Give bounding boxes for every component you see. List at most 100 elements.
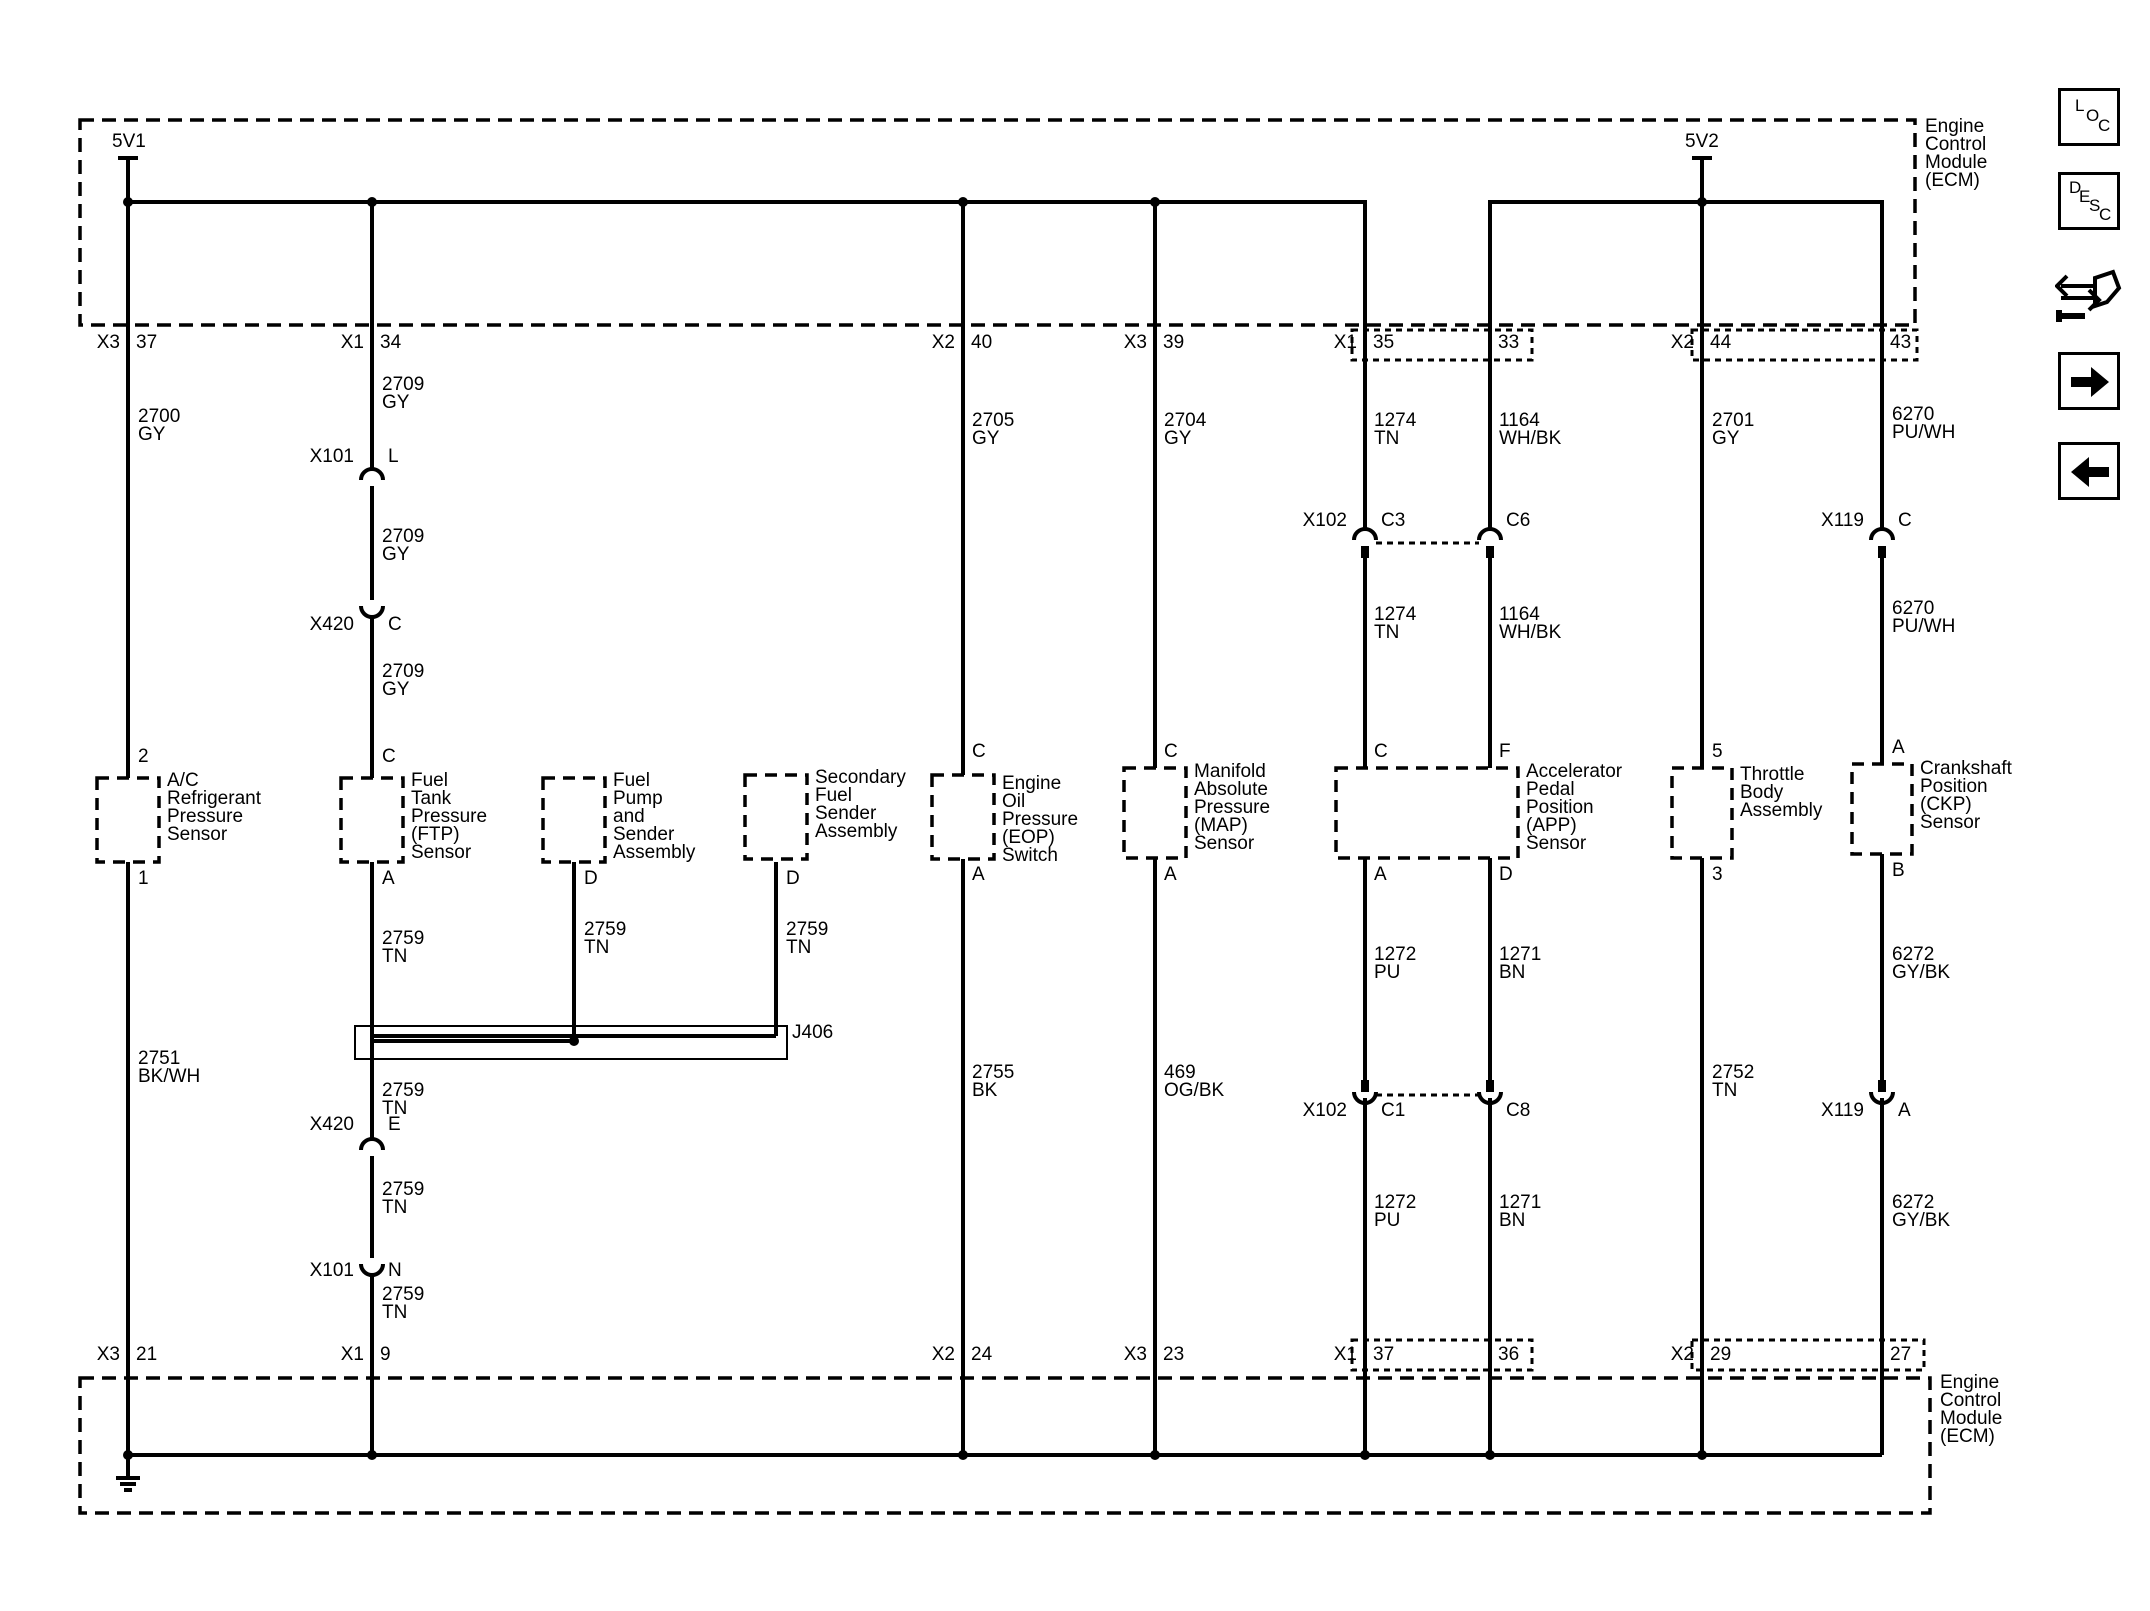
ecm-connector-label: X2 [932, 1344, 955, 1365]
ecm-pin-number: 21 [136, 1344, 157, 1365]
ecm-pin-number: 36 [1498, 1344, 1519, 1365]
ecm-connector-label: X1 [341, 1344, 364, 1365]
inline-connector-name: X102 [1303, 1100, 1347, 1121]
ecm-connector-label: X2 [1671, 1344, 1694, 1365]
wire-color-code: GY/BK [1892, 962, 1950, 983]
wire-color-code: TN [786, 937, 811, 958]
inline-connector-name: X119 [1821, 1100, 1864, 1121]
component-name-line: Sender [613, 824, 675, 845]
component-app-sensor[interactable] [1334, 766, 1520, 860]
component-map-sensor[interactable] [1122, 766, 1188, 860]
wire-color-code: GY [382, 544, 410, 565]
component-name-line: A/C [167, 770, 199, 791]
next-button[interactable] [2058, 352, 2120, 410]
component-pin-top: 2 [138, 746, 149, 767]
inline-connector-name: X420 [310, 1114, 354, 1135]
wire-color-code: GY [382, 679, 410, 700]
wire-circuit-number: 469 [1164, 1062, 1196, 1083]
component-ckp-sensor[interactable] [1850, 762, 1914, 856]
component-name-line: Body [1740, 782, 1784, 803]
component-pin-bottom: D [584, 868, 598, 889]
ecm-top-label-line: Control [1925, 134, 1986, 155]
wire-color-code: PU/WH [1892, 422, 1955, 443]
wire-color-code: TN [382, 1098, 407, 1119]
component-name-line: (MAP) [1194, 815, 1248, 836]
ecm-bottom-label-line: (ECM) [1940, 1426, 1995, 1447]
wire-circuit-number: 1274 [1374, 410, 1417, 431]
loc-letter: L [2075, 96, 2084, 115]
ecm-bottom-label-line: Engine [1940, 1372, 1999, 1393]
component-name-line: Engine [1002, 773, 1061, 794]
description-button[interactable]: D E S C [2058, 172, 2120, 230]
wire-color-code: TN [1374, 428, 1399, 449]
ecm-connector-label: X3 [97, 1344, 120, 1365]
component-name-line: Sensor [411, 842, 472, 863]
inline-connector-pin: C8 [1506, 1100, 1530, 1121]
component-name-line: Sensor [1920, 812, 1981, 833]
component-name-line: Tank [411, 788, 452, 809]
ecm-connector-label: X3 [1124, 332, 1147, 353]
wire-circuit-number: 2704 [1164, 410, 1207, 431]
wire-circuit-number: 2759 [786, 919, 828, 940]
ecm-bottom-outline [78, 1376, 1932, 1515]
component-throttle-body[interactable] [1670, 766, 1734, 860]
ecm-top-outline [78, 118, 1917, 327]
wire-circuit-number: 2759 [382, 928, 424, 949]
component-pin-top: 5 [1712, 741, 1723, 762]
ecm-pin-number: 34 [380, 332, 402, 353]
component-name-line: Pedal [1526, 779, 1575, 800]
supply-5v2-label: 5V2 [1685, 131, 1719, 152]
component-name-line: Refrigerant [167, 788, 262, 809]
component-name-line: Throttle [1740, 764, 1804, 785]
component-eop-switch[interactable] [930, 773, 996, 861]
wire-color-code: BN [1499, 962, 1525, 983]
arrow-left-icon [2071, 457, 2109, 487]
wire-circuit-number: 2759 [382, 1080, 424, 1101]
junction-dot [569, 1036, 579, 1046]
wire-circuit-number: 2705 [972, 410, 1014, 431]
component-name-line: Pressure [167, 806, 243, 827]
component-name-line: Assembly [613, 842, 696, 863]
splice-j406-label: J406 [792, 1022, 833, 1043]
connector-wrench-button[interactable] [2054, 258, 2123, 328]
wire-color-code: WH/BK [1499, 622, 1562, 643]
location-button[interactable]: L O C [2058, 88, 2120, 146]
component-name-line: Sensor [1194, 833, 1255, 854]
wire-circuit-number: 1272 [1374, 1192, 1416, 1213]
ecm-connector-label: X2 [1671, 332, 1694, 353]
component-pin-bottom: 3 [1712, 864, 1723, 885]
ecm-connector-label: X1 [1334, 332, 1357, 353]
inline-connector-name: X119 [1821, 510, 1864, 531]
ecm-pin-number: 33 [1498, 332, 1519, 353]
ecm-pin-number: 9 [380, 1344, 391, 1365]
loc-icon: L O C [2075, 96, 2110, 135]
component-ftp-sensor[interactable] [339, 776, 405, 864]
wire-color-code: TN [1374, 622, 1399, 643]
wire-color-code: GY [1164, 428, 1192, 449]
component-ac-pressure-sensor[interactable] [95, 776, 161, 864]
inline-connector-symbols [359, 328, 1926, 1372]
previous-button[interactable] [2058, 442, 2120, 500]
component-pin-bottom: A [972, 864, 985, 885]
top-bus-5v2 [1488, 200, 1884, 330]
component-pin-bottom: A [1374, 864, 1387, 885]
component-secondary-fuel-sender[interactable] [743, 773, 809, 861]
wire-color-code: BK [972, 1080, 998, 1101]
component-name-line: and [613, 806, 645, 827]
component-name-line: Pressure [1194, 797, 1270, 818]
component-name-line: Fuel [613, 770, 650, 791]
inline-connector-pin: C3 [1381, 510, 1405, 531]
component-name-line: Absolute [1194, 779, 1268, 800]
wire-circuit-number: 2759 [584, 919, 626, 940]
top-bus-5v1 [128, 200, 1367, 330]
inline-connector-pin: C1 [1381, 1100, 1405, 1121]
wire-circuit-number: 6272 [1892, 1192, 1934, 1213]
wire-color-code: GY [138, 424, 166, 445]
component-name-line: (CKP) [1920, 794, 1972, 815]
wire-color-code: TN [584, 937, 609, 958]
component-fuel-pump-sender[interactable] [541, 776, 607, 864]
component-name-line: Fuel [815, 785, 852, 806]
component-name-line: Switch [1002, 845, 1058, 866]
